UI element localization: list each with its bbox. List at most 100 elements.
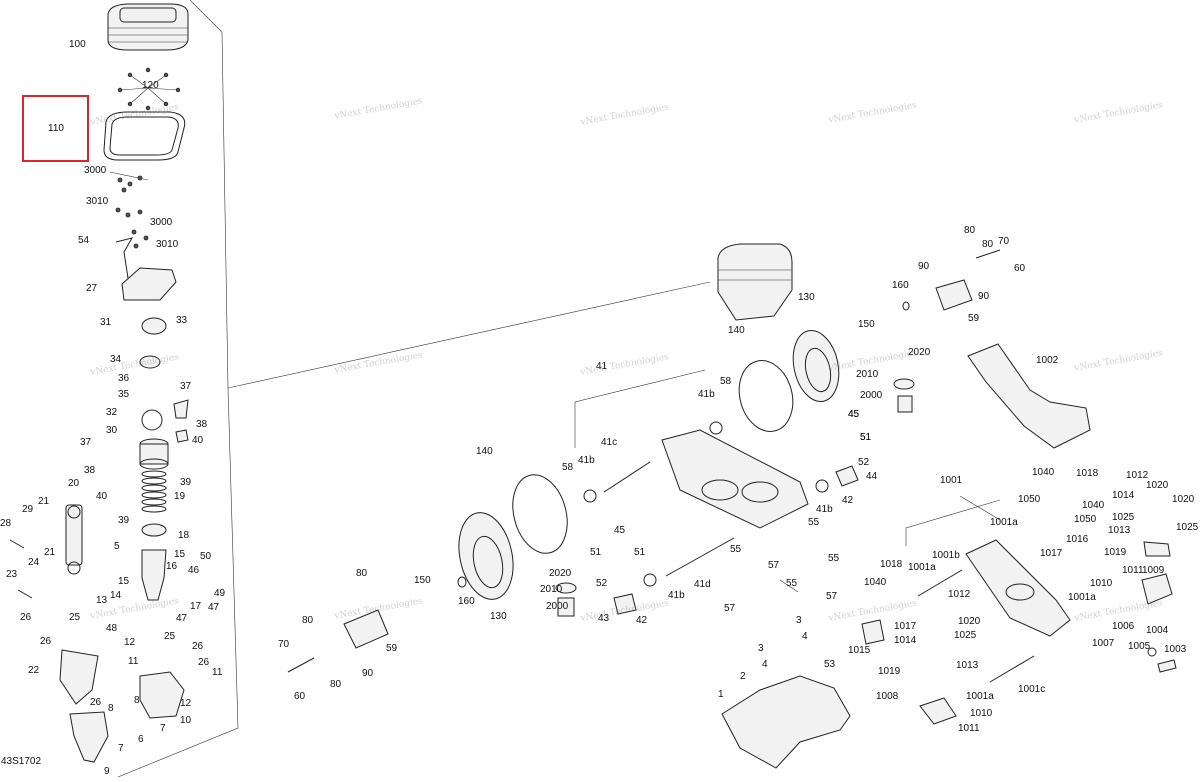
disc-part-2: [139, 355, 161, 369]
bushing: [709, 421, 723, 435]
part-label: 57: [768, 560, 780, 571]
part-label: 52: [596, 578, 608, 589]
part-label: 22: [28, 665, 40, 676]
part-label: 160: [892, 280, 909, 291]
seal-2000-top: [893, 378, 915, 413]
part-label: 30: [106, 425, 118, 436]
cover-130-bottom: [458, 512, 514, 600]
part-label: 1008: [876, 691, 899, 702]
part-label: 58: [720, 376, 732, 387]
part-label: 20: [68, 478, 80, 489]
part-label: 24: [28, 557, 40, 568]
part-label: 12: [180, 698, 192, 709]
bracket-1015: [861, 619, 885, 645]
part-label: 59: [968, 313, 980, 324]
part-label: 10: [180, 715, 192, 726]
part-label: 48: [106, 623, 118, 634]
part-label: 45: [614, 525, 626, 536]
housing-part: [141, 549, 167, 601]
part-label: 29: [22, 504, 34, 515]
part-label: 1010: [970, 708, 993, 719]
part-label: 1001a: [966, 691, 994, 702]
part-label: 55: [730, 544, 742, 555]
part-label: 3000: [150, 217, 173, 228]
part-label: 8: [108, 703, 114, 714]
shock-absorber-part: [65, 504, 83, 575]
part-label: 70: [278, 639, 290, 650]
part-label: 45: [848, 409, 860, 420]
valve-cover-part: [107, 3, 189, 51]
part-label: 1005: [1128, 641, 1151, 652]
part-label: 2020: [549, 568, 572, 579]
part-label: 1018: [880, 559, 903, 570]
part-label: 58: [562, 462, 574, 473]
part-label: 25: [164, 631, 176, 642]
part-label: 1014: [894, 635, 917, 646]
part-label: 1025: [1112, 512, 1135, 523]
part-label: 39: [118, 515, 130, 526]
large-o-ring-140b: [512, 474, 568, 554]
bracket-1008: [919, 697, 957, 725]
link-42: [613, 593, 637, 615]
part-label: 41: [596, 361, 608, 372]
part-label: 1010: [1090, 578, 1113, 589]
lower-guard-part: [69, 711, 109, 763]
clip-38: [175, 429, 189, 443]
part-label: 47: [176, 613, 188, 624]
part-label: 53: [824, 659, 836, 670]
part-label: 120: [142, 80, 159, 91]
part-label: 4: [802, 631, 808, 642]
part-label: 45: [848, 409, 860, 420]
pulley-59-bottom: [343, 609, 389, 649]
part-label: 100: [69, 39, 86, 50]
part-label: 19: [174, 491, 186, 502]
part-label: 21: [44, 547, 56, 558]
part-label: 50: [200, 551, 212, 562]
part-label: 27: [86, 283, 98, 294]
shaft-41d: [665, 537, 735, 577]
part-label: 35: [118, 389, 130, 400]
part-label: 3: [758, 643, 764, 654]
spring-clip-part: [115, 237, 134, 279]
part-label: 140: [476, 446, 493, 457]
rear-arm-1001: [965, 539, 1071, 637]
part-label: 28: [0, 518, 12, 529]
screw-ring-part: [117, 67, 181, 111]
part-label: 59: [386, 643, 398, 654]
part-label: 41c: [601, 437, 618, 448]
part-label: 80: [964, 225, 976, 236]
shaft-70-right: [975, 249, 1001, 259]
part-label: 36: [118, 373, 130, 384]
part-label: 70: [998, 236, 1010, 247]
part-label: 90: [362, 668, 374, 679]
part-label: 1040: [864, 577, 887, 588]
part-label: 55: [786, 578, 798, 589]
piston-part: [139, 438, 169, 470]
part-label: 3000: [84, 165, 107, 176]
part-label: 26: [20, 612, 32, 623]
o-ring-part: [141, 409, 163, 431]
part-label: 1001a: [908, 562, 936, 573]
part-label: 41b: [698, 389, 715, 400]
part-label: 1: [718, 689, 724, 700]
part-label: 80: [302, 615, 314, 626]
part-label: 150: [858, 319, 875, 330]
shaft-41c: [603, 461, 651, 493]
part-label: 1012: [948, 589, 971, 600]
part-label: 5: [114, 541, 120, 552]
part-label: 60: [1014, 263, 1026, 274]
part-label: 1025: [954, 630, 977, 641]
part-label: 1013: [956, 660, 979, 671]
part-label: 26: [192, 641, 204, 652]
part-label: 55: [808, 517, 820, 528]
cover-130-top: [792, 329, 840, 403]
part-label: 25: [69, 612, 81, 623]
part-label: 1013: [1108, 525, 1131, 536]
part-label: 15: [118, 576, 130, 587]
part-label: 40: [192, 435, 204, 446]
part-label: 7: [118, 743, 124, 754]
bolt-part: [9, 539, 25, 549]
part-label: 38: [196, 419, 208, 430]
part-label: 7: [160, 723, 166, 734]
